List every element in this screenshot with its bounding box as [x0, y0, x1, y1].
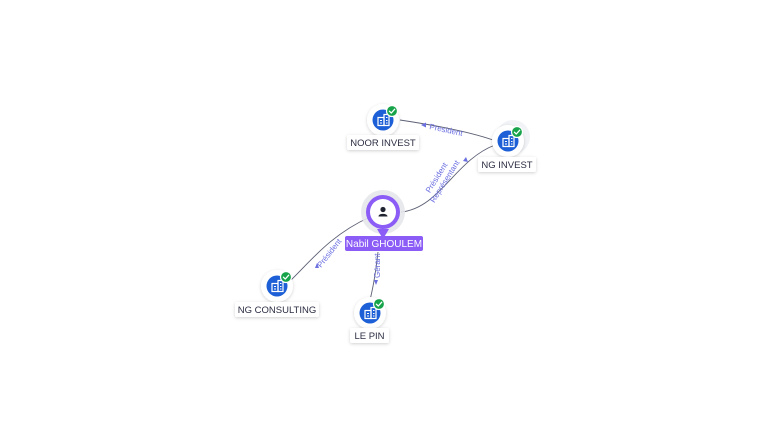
person-pin-tip: [377, 229, 389, 239]
company-label-box: [350, 328, 389, 343]
company-label-box: [347, 135, 419, 150]
relation-label-le-pin: Gérant: [373, 253, 382, 278]
verified-check-icon: [510, 125, 524, 139]
company-name: LE PIN: [354, 331, 384, 342]
company-node-ng-invest[interactable]: NG INVEST: [478, 120, 536, 172]
person-node[interactable]: Nabil GHOULEM: [345, 190, 423, 251]
person-name: Nabil GHOULEM: [346, 239, 422, 250]
company-name: NG CONSULTING: [238, 305, 316, 316]
arrow-ng-invest-noor-invest: [421, 122, 426, 128]
company-node-ng-consulting[interactable]: NG CONSULTING: [235, 270, 319, 317]
edge-ng-invest-noor-invest: [399, 119, 494, 141]
arrow-person-ng-consulting: [315, 263, 319, 268]
company-label-box: [235, 302, 319, 317]
edge-person-ng-consulting: [288, 216, 371, 283]
arrow-person-ng-invest: [463, 157, 468, 162]
relation-label-ng-invest: Président Représentant: [424, 158, 462, 204]
relation-edges: [288, 119, 496, 301]
edge-person-ng-invest: [400, 144, 496, 213]
company-name: NG INVEST: [481, 160, 532, 171]
company-node-noor-invest[interactable]: NOOR INVEST: [347, 104, 419, 150]
company-label-box: [478, 157, 536, 172]
arrow-person-le-pin: [374, 280, 378, 285]
verified-check-icon: [279, 270, 293, 284]
edge-person-le-pin: [369, 251, 379, 301]
verified-check-icon: [372, 297, 386, 311]
company-node-le-pin[interactable]: LE PIN: [350, 297, 389, 343]
verified-check-icon: [385, 104, 399, 118]
person-label-box: [345, 236, 423, 251]
company-name: NOOR INVEST: [350, 138, 416, 149]
person-icon: [378, 206, 388, 217]
relation-label-president: President: [429, 122, 465, 138]
relation-label-ng-consulting: Président: [315, 236, 343, 269]
